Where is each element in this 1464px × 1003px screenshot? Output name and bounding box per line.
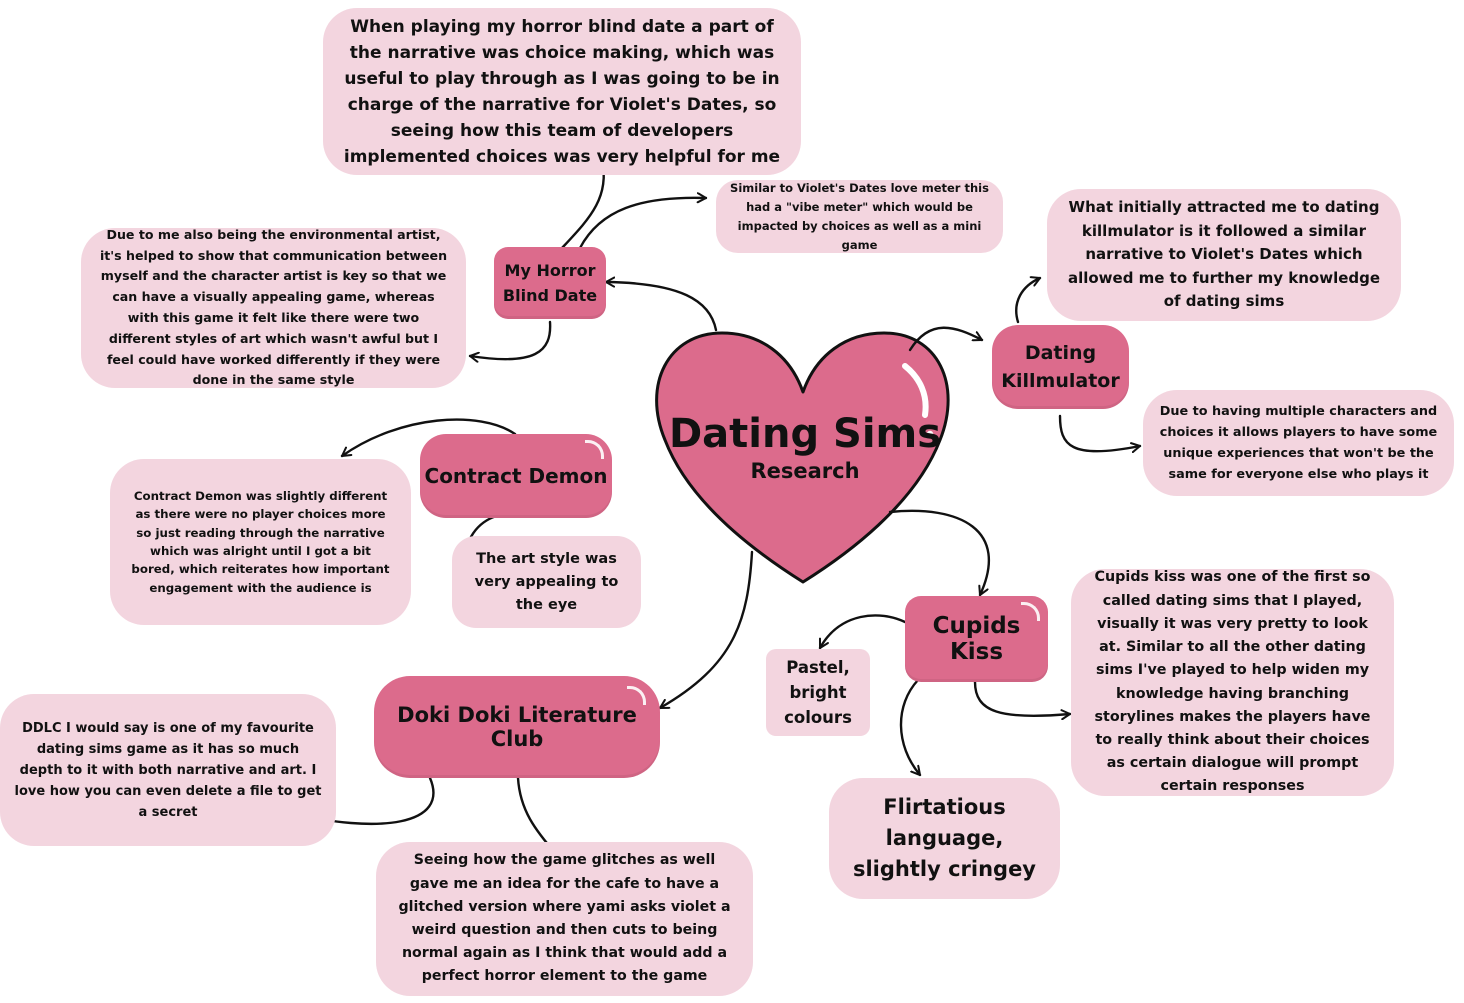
node-label: Cupids Kiss	[932, 613, 1021, 665]
arrow-contract-to-story	[340, 418, 517, 458]
note-doki-glitch-idea: Seeing how the game glitches as well gav…	[376, 842, 753, 996]
note-doki-favourite: DDLC I would say is one of my favourite …	[0, 694, 336, 846]
note-text: The art style was very appealing to the …	[474, 550, 619, 613]
note-killmulator-choices: Due to having multiple characters and ch…	[1143, 390, 1454, 496]
node-label: Dating Killmulator	[1001, 342, 1120, 392]
arrow-killmulator-to-choices	[1058, 414, 1142, 451]
highlight-icon	[1021, 602, 1040, 621]
note-text: Seeing how the game glitches as well gav…	[398, 852, 731, 985]
heart-icon	[655, 331, 950, 584]
note-cupids-flirtatious: Flirtatious language, slightly cringey	[829, 778, 1060, 899]
center-subtitle: Research	[750, 459, 860, 483]
note-text: What initially attracted me to dating ki…	[1067, 198, 1381, 311]
note-cupids-pastel: Pastel, bright colours	[766, 649, 870, 736]
node-label: My Horror Blind Date	[502, 261, 598, 305]
note-text: Contract Demon was slightly different as…	[131, 489, 390, 595]
note-horror-choices: When playing my horror blind date a part…	[323, 8, 801, 175]
note-text: Flirtatious language, slightly cringey	[852, 795, 1037, 881]
node-doki-doki-literature-club: Doki Doki Literature Club	[374, 676, 660, 778]
note-cupids-first-dating-sim: Cupids kiss was one of the first so call…	[1071, 569, 1394, 796]
node-cupids-kiss: Cupids Kiss	[905, 596, 1048, 682]
note-text: Similar to Violet's Dates love meter thi…	[730, 180, 989, 252]
arrow-killmulator-to-attract	[1015, 278, 1042, 324]
note-contract-demon-art: The art style was very appealing to the …	[452, 536, 641, 628]
arrow-heart-to-cupids	[888, 509, 991, 597]
note-contract-demon-story: Contract Demon was slightly different as…	[110, 459, 411, 625]
arrow-horror-to-art	[468, 320, 552, 359]
highlight-icon	[627, 686, 646, 705]
note-text: When playing my horror blind date a part…	[343, 16, 781, 167]
note-killmulator-attraction: What initially attracted me to dating ki…	[1047, 189, 1401, 321]
highlight-icon	[585, 440, 604, 459]
node-label: Contract Demon	[424, 464, 608, 488]
center-title: Dating Sims	[668, 411, 942, 457]
note-horror-art-style: Due to me also being the environmental a…	[81, 226, 466, 388]
node-my-horror-blind-date: My Horror Blind Date	[494, 247, 606, 319]
note-text: Cupids kiss was one of the first so call…	[1094, 569, 1371, 795]
arrow-heart-to-killmulator	[908, 326, 984, 352]
node-contract-demon: Contract Demon	[420, 434, 612, 518]
arrow-cupids-to-first	[973, 680, 1072, 716]
node-label: Doki Doki Literature Club	[397, 703, 637, 751]
note-text: Due to me also being the environmental a…	[99, 226, 448, 388]
arrow-heart-to-doki	[658, 550, 754, 710]
note-horror-vibe-meter: Similar to Violet's Dates love meter thi…	[716, 180, 1003, 253]
arrow-cupids-to-flirt	[899, 678, 922, 777]
note-text: Pastel, bright colours	[784, 658, 852, 727]
note-text: Due to having multiple characters and ch…	[1159, 404, 1438, 482]
arrow-cupids-to-pastel	[818, 614, 907, 650]
node-dating-killmulator: Dating Killmulator	[992, 325, 1129, 409]
arrow-heart-to-horror	[604, 282, 718, 332]
note-text: DDLC I would say is one of my favourite …	[14, 720, 322, 820]
arrow-horror-to-vibe	[578, 198, 708, 250]
